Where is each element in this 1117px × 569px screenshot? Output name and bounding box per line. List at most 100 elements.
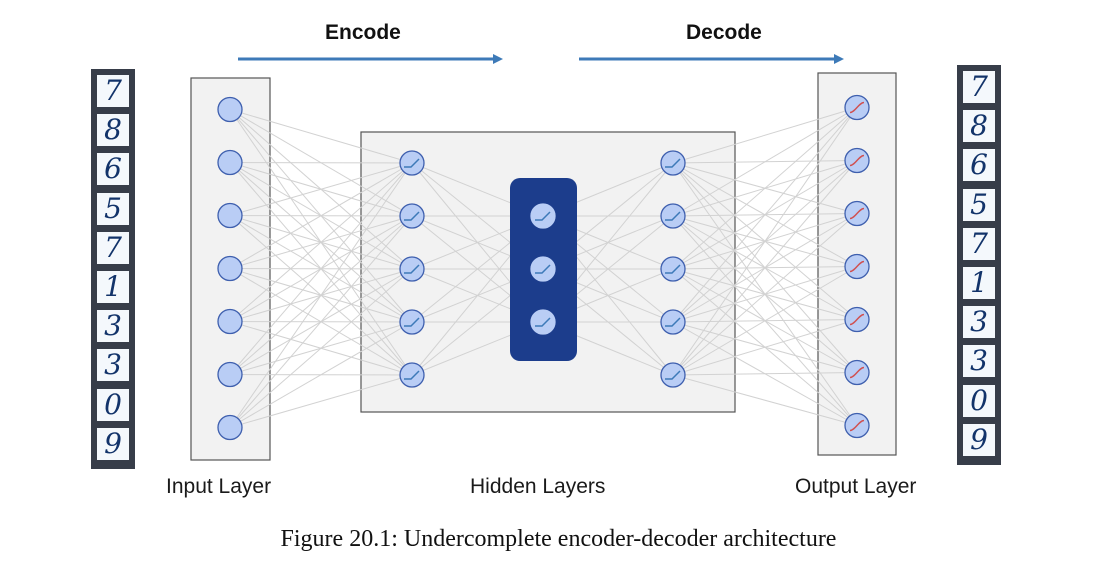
digit-image: 1	[963, 267, 995, 299]
hidden-neuron	[399, 309, 425, 335]
relu-icon	[404, 158, 420, 168]
connection-edge	[672, 372, 858, 376]
sigmoid-icon	[849, 313, 865, 326]
hidden-neuron	[399, 256, 425, 282]
connection-edge	[672, 107, 858, 323]
digit-image: 8	[963, 110, 995, 143]
sigmoid-icon	[849, 419, 865, 432]
relu-icon	[665, 317, 681, 327]
sigmoid-icon	[849, 207, 865, 220]
sigmoid-icon	[849, 101, 865, 114]
digit-image: 3	[963, 345, 995, 378]
relu-icon	[404, 211, 420, 221]
connection-edge	[229, 374, 413, 428]
relu-icon	[665, 264, 681, 274]
hidden-neuron	[660, 309, 686, 335]
relu-icon	[404, 317, 420, 327]
input-neuron	[217, 414, 243, 441]
digit-image: 9	[963, 423, 995, 456]
input-neuron	[217, 361, 243, 388]
hidden-neuron	[660, 203, 686, 229]
digit-image: 1	[97, 271, 129, 303]
connection-edge	[229, 162, 413, 216]
connection-edge	[229, 162, 413, 269]
connection-edge	[672, 107, 858, 376]
digit-image: 8	[97, 114, 129, 147]
output-layer-label: Output Layer	[795, 475, 917, 498]
input-neuron	[217, 255, 243, 282]
encode-label: Encode	[325, 21, 401, 44]
hidden-neuron	[660, 256, 686, 282]
digit-image: 6	[97, 153, 129, 186]
digit-image: 9	[97, 427, 129, 460]
connection-edge	[229, 109, 413, 164]
hidden-neuron	[399, 362, 425, 388]
digit-image: 7	[963, 71, 995, 103]
connection-edge	[229, 268, 413, 428]
output-neuron	[844, 147, 870, 174]
input-neuron	[217, 149, 243, 176]
output-neuron	[844, 200, 870, 227]
relu-icon	[665, 370, 681, 380]
connection-edge	[229, 162, 413, 322]
output-neuron	[844, 94, 870, 121]
digit-image: 7	[963, 227, 995, 260]
connection-edge	[229, 162, 413, 164]
connection-edge	[672, 160, 858, 376]
output-digit-column: 7 8 6 5 7 1 3 3 0 9	[957, 65, 1001, 465]
input-neuron	[217, 96, 243, 123]
connection-edges	[229, 107, 858, 428]
digit-image: 0	[97, 388, 129, 421]
input-layer-label: Input Layer	[166, 475, 272, 498]
connection-edge	[229, 162, 413, 428]
digit-image: 6	[963, 149, 995, 182]
encode-arrow	[238, 54, 503, 64]
connection-edge	[672, 266, 858, 376]
digit-image: 3	[963, 306, 995, 339]
hidden-neuron	[660, 362, 686, 388]
digit-image: 5	[97, 192, 129, 225]
digit-image: 5	[963, 188, 995, 221]
relu-icon	[665, 158, 681, 168]
hidden-neuron	[399, 203, 425, 229]
input-neuron	[217, 308, 243, 335]
connection-edge	[672, 319, 858, 376]
input-neuron	[217, 202, 243, 229]
relu-icon	[535, 211, 551, 221]
output-neuron	[844, 359, 870, 386]
connection-edge	[672, 213, 858, 376]
sigmoid-icon	[849, 154, 865, 167]
relu-icon	[404, 370, 420, 380]
decode-label: Decode	[686, 21, 762, 44]
hidden-neuron	[399, 150, 425, 176]
digit-image: 3	[97, 349, 129, 382]
digit-image: 7	[97, 231, 129, 264]
neuron-nodes	[217, 94, 870, 441]
output-neuron	[844, 412, 870, 439]
hidden-neuron	[660, 150, 686, 176]
output-neuron	[844, 306, 870, 333]
sigmoid-icon	[849, 260, 865, 273]
connection-edge	[229, 162, 413, 375]
connection-edge	[672, 374, 858, 426]
relu-icon	[535, 317, 551, 327]
sigmoid-icon	[849, 366, 865, 379]
connection-edge	[229, 215, 413, 428]
connection-edge	[672, 107, 858, 270]
digit-image: 3	[97, 310, 129, 343]
figure-caption: Figure 20.1: Undercomplete encoder-decod…	[280, 526, 837, 552]
connection-edge	[229, 321, 413, 428]
relu-icon	[535, 264, 551, 274]
relu-icon	[665, 211, 681, 221]
relu-icon	[404, 264, 420, 274]
connection-edge	[672, 107, 858, 164]
output-neuron	[844, 253, 870, 280]
latent-neuron	[530, 256, 556, 282]
connection-edge	[672, 107, 858, 217]
hidden-layers-label: Hidden Layers	[470, 475, 606, 498]
decode-arrow	[579, 54, 844, 64]
digit-image: 0	[963, 384, 995, 417]
latent-neuron	[530, 203, 556, 229]
